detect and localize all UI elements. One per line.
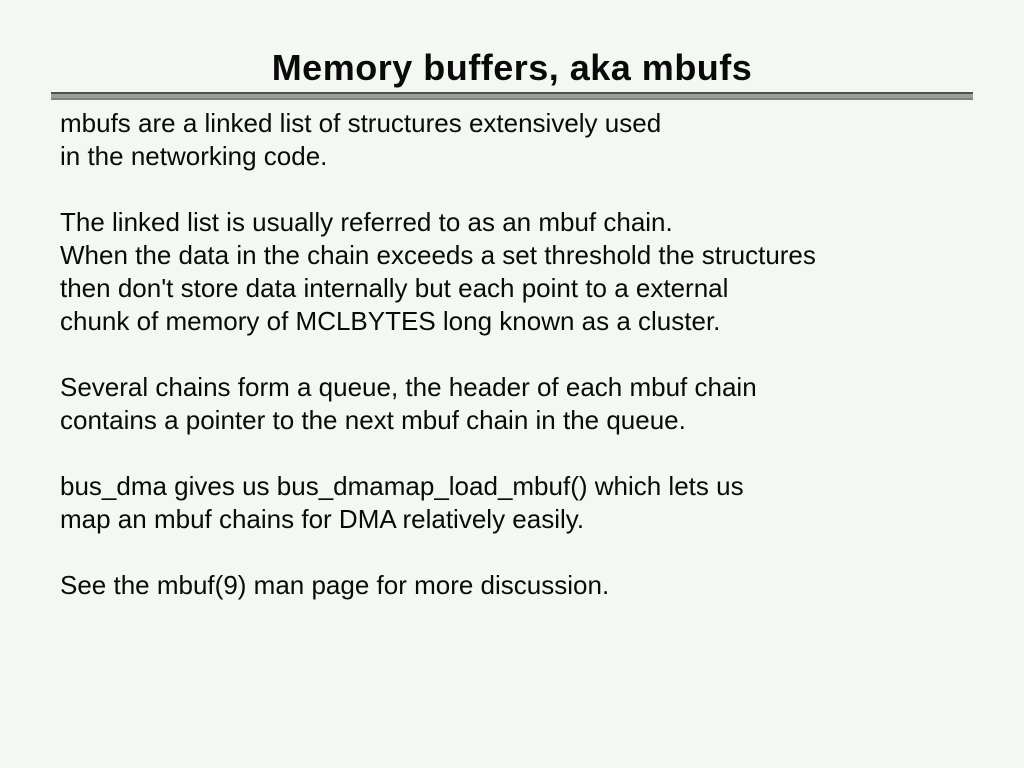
text-line: then don't store data internally but eac…	[60, 273, 729, 303]
text-line: map an mbuf chains for DMA relatively ea…	[60, 504, 585, 534]
paragraph: See the mbuf(9) man page for more discus…	[60, 569, 994, 602]
paragraph: bus_dma gives us bus_dmamap_load_mbuf() …	[60, 470, 994, 536]
text-line: in the networking code.	[60, 141, 328, 171]
text-line: See the mbuf(9) man page for more discus…	[60, 570, 610, 600]
text-line: The linked list is usually referred to a…	[60, 207, 673, 237]
paragraph: Several chains form a queue, the header …	[60, 371, 994, 437]
text-line: When the data in the chain exceeds a set…	[60, 240, 816, 270]
text-line: mbufs are a linked list of structures ex…	[60, 108, 662, 138]
text-line: bus_dma gives us bus_dmamap_load_mbuf() …	[60, 471, 744, 501]
text-line: Several chains form a queue, the header …	[60, 372, 757, 402]
slide-content: mbufs are a linked list of structures ex…	[60, 107, 994, 635]
text-line: chunk of memory of MCLBYTES long known a…	[60, 306, 721, 336]
text-line: contains a pointer to the next mbuf chai…	[60, 405, 686, 435]
title-rule	[51, 92, 973, 100]
paragraph: mbufs are a linked list of structures ex…	[60, 107, 994, 173]
paragraph: The linked list is usually referred to a…	[60, 206, 994, 338]
page-title: Memory buffers, aka mbufs	[271, 47, 753, 88]
